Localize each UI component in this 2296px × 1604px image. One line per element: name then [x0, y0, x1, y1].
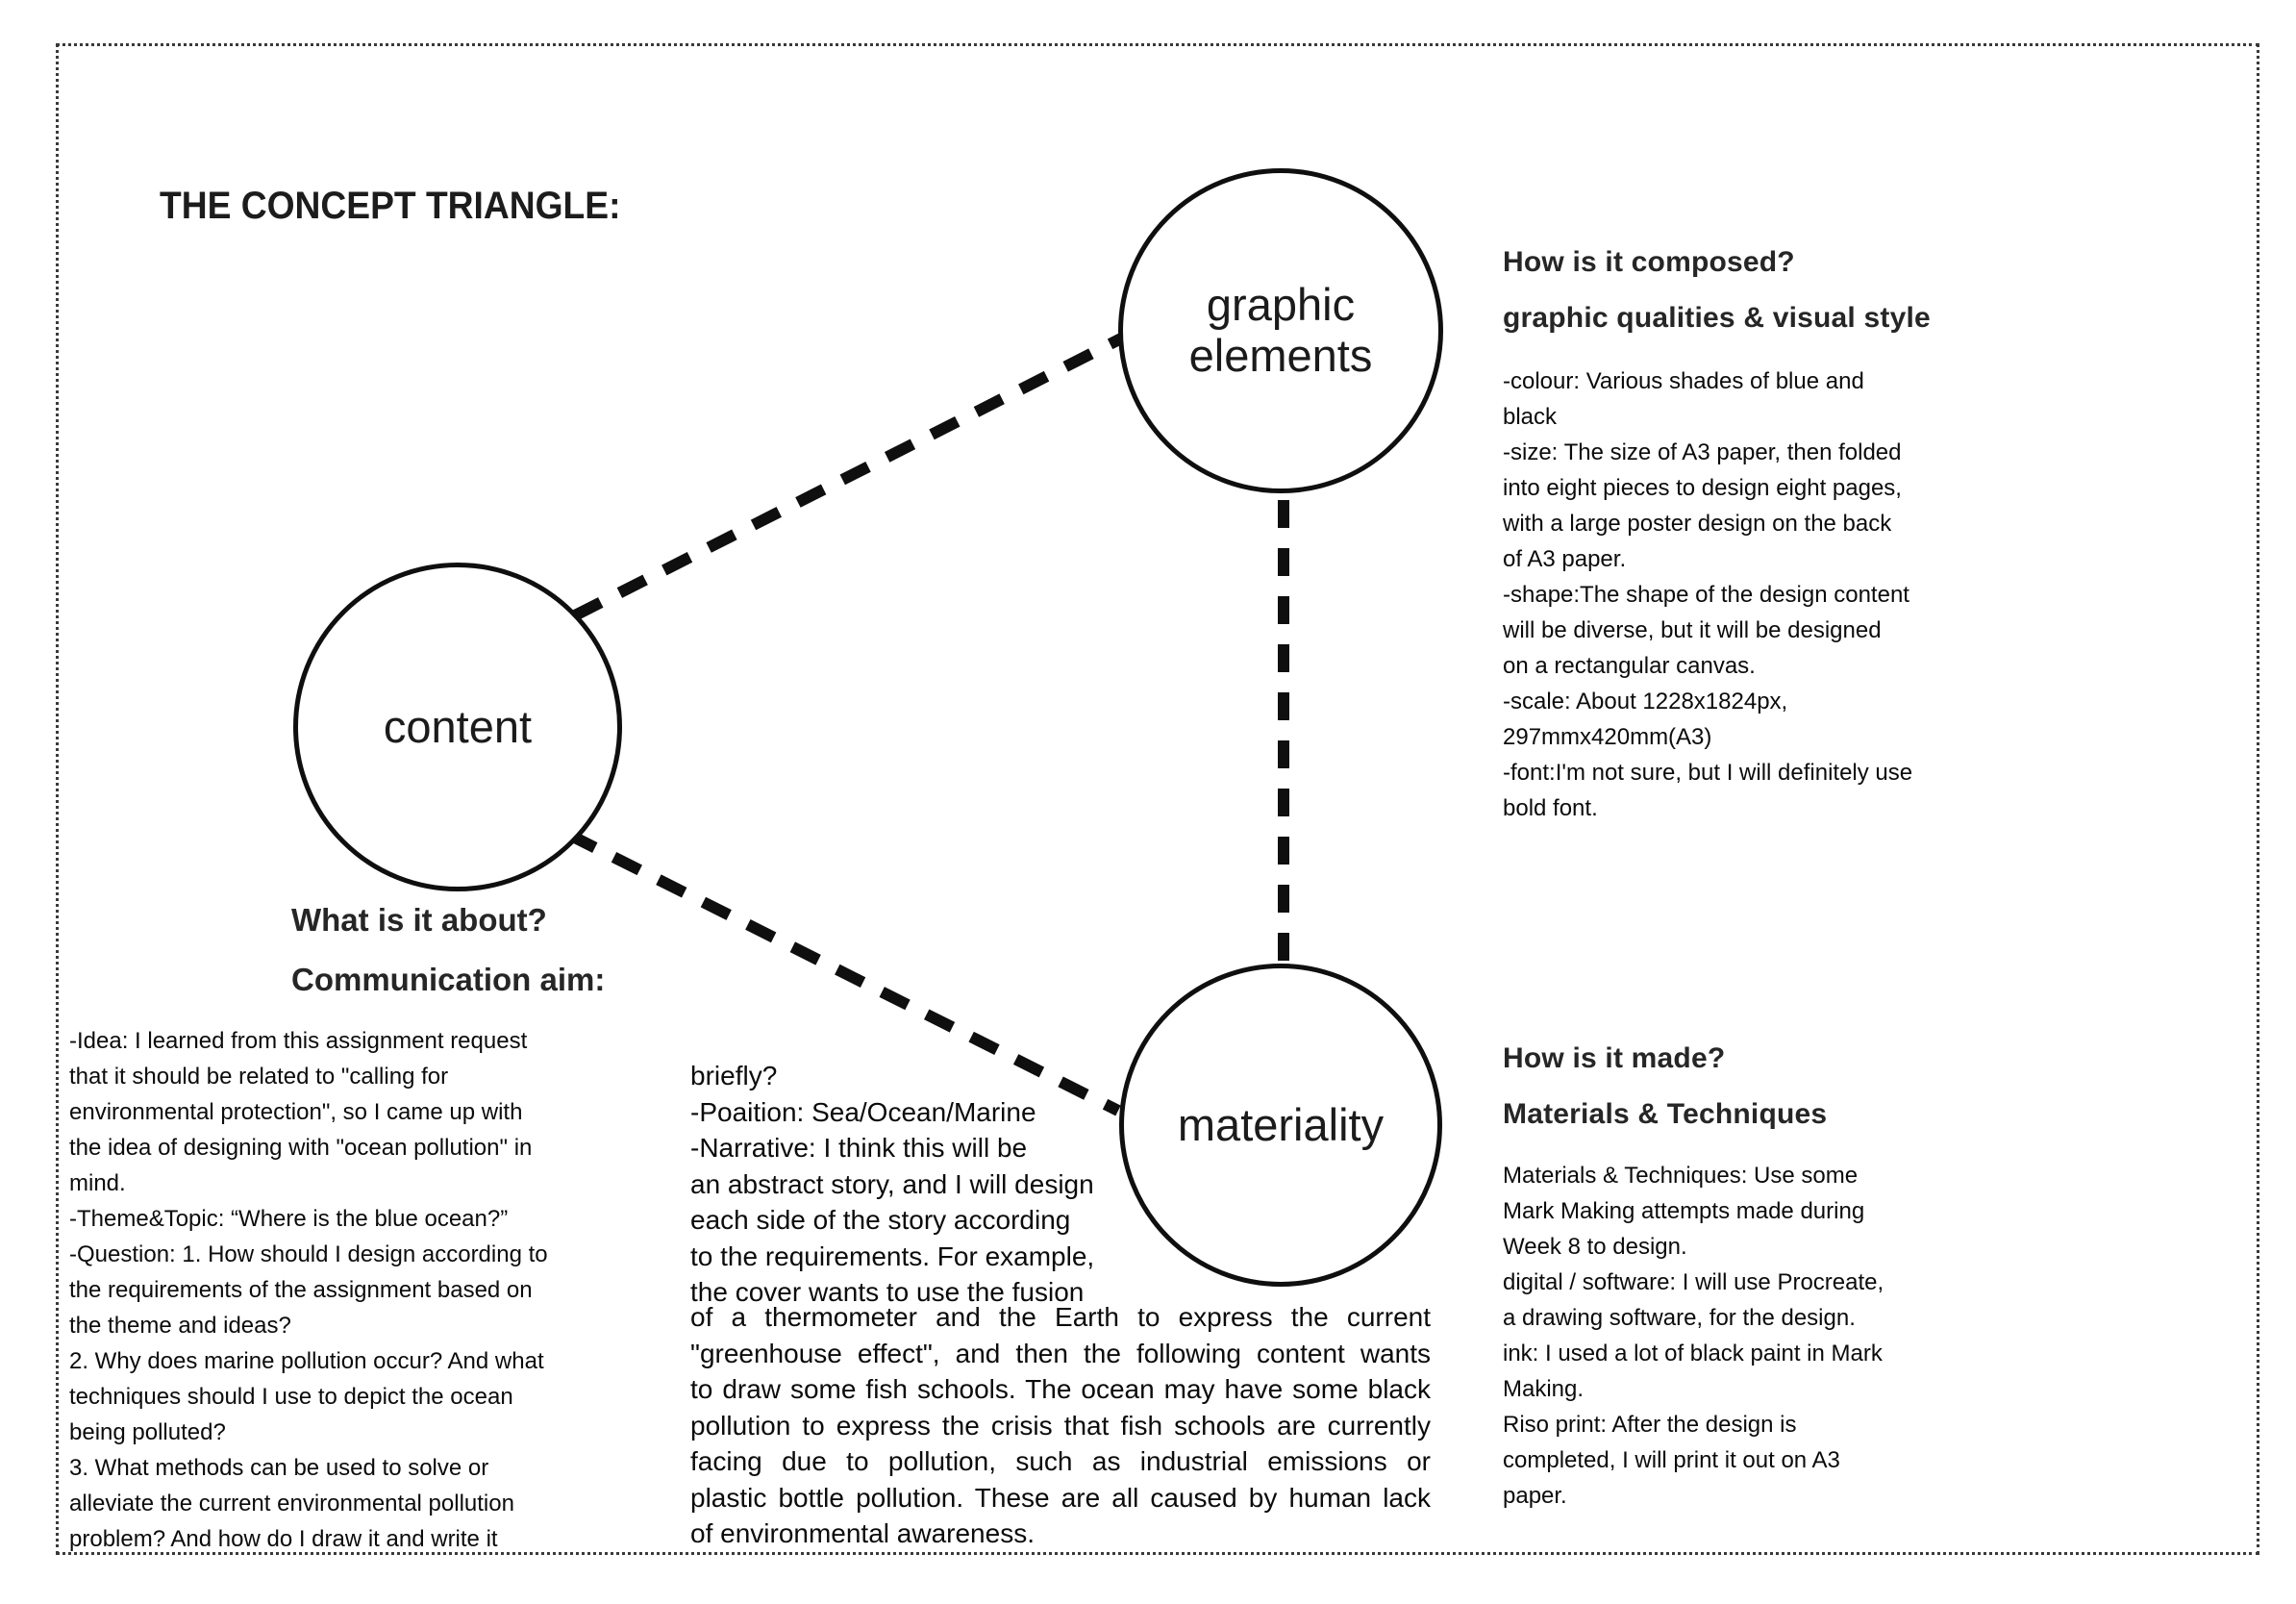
content-section-continuation-last-line: of environmental awareness. — [690, 1518, 1035, 1548]
graphic-section-subheading: graphic qualities & visual style — [1503, 302, 1931, 334]
page-title: THE CONCEPT TRIANGLE: — [160, 185, 621, 227]
dotted-page-border — [56, 43, 2259, 1555]
content-section-heading: What is it about? — [291, 902, 547, 938]
node-materiality-label: materiality — [1177, 1098, 1385, 1150]
materiality-section-body: Materials & Techniques: Use some Mark Ma… — [1503, 1163, 1884, 1509]
connector-content-graphic — [572, 333, 1124, 621]
content-section-subheading: Communication aim: — [291, 962, 606, 997]
content-section-continuation-justified: of a thermometer and the Earth to expres… — [690, 1302, 1431, 1513]
materiality-section-heading: How is it made? — [1503, 1042, 1726, 1074]
graphic-section-heading: How is it composed? — [1503, 246, 1795, 278]
content-section-body: -Idea: I learned from this assignment re… — [69, 1028, 548, 1552]
content-section-continuation-narrow: briefly? -Poaition: Sea/Ocean/Marine -Na… — [690, 1061, 1095, 1307]
connector-content-materiality — [566, 829, 1121, 1116]
node-materiality: materiality — [1119, 964, 1442, 1287]
node-content-label: content — [383, 700, 533, 752]
content-section-continuation-wide: of a thermometer and the Earth to expres… — [690, 1299, 1431, 1552]
node-graphic-elements: graphic elements — [1118, 168, 1443, 493]
node-graphic-elements-label: graphic elements — [1188, 279, 1373, 381]
node-content: content — [293, 563, 622, 891]
materiality-section-subheading: Materials & Techniques — [1503, 1098, 1828, 1130]
graphic-section-body: -colour: Various shades of blue and blac… — [1503, 368, 1913, 821]
